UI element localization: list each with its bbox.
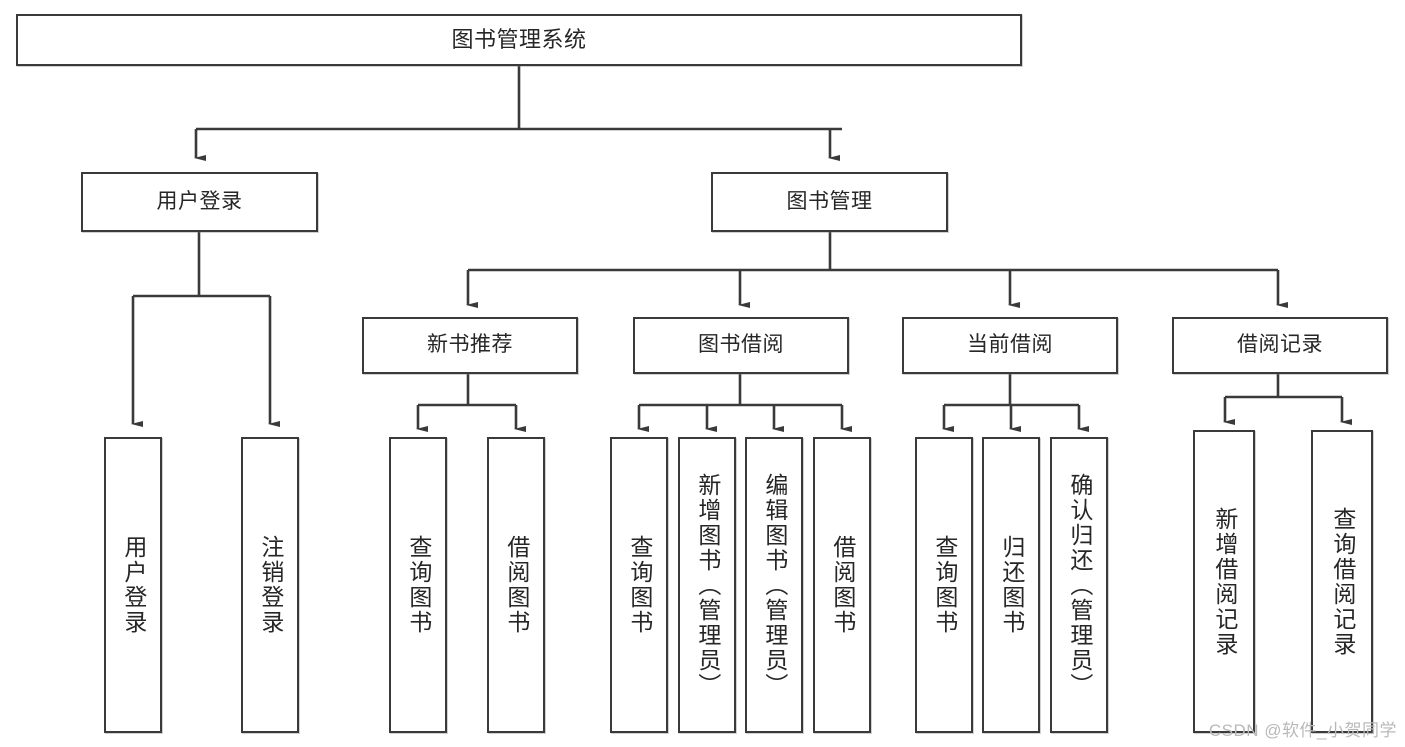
node-leaf-confirm-return-admin[interactable]: 确认归还（管理员） [1050,437,1108,733]
node-leaf-edit-book-admin[interactable]: 编辑图书（管理员） [745,437,803,733]
node-root-system[interactable]: 图书管理系统 [16,14,1022,66]
node-label: 用户登录 [120,535,147,635]
node-leaf-user-login[interactable]: 用户登录 [104,437,162,733]
node-label: 图书管理 [786,189,873,213]
node-leaf-query-books-current[interactable]: 查询图书 [915,437,973,733]
node-label: 用户登录 [156,189,243,213]
node-leaf-logout[interactable]: 注销登录 [241,437,299,733]
node-leaf-borrow-books-newbooks[interactable]: 借阅图书 [487,437,545,733]
node-label: 归还图书 [998,535,1025,635]
node-label: 确认归还（管理员） [1066,472,1093,698]
node-leaf-add-book-admin[interactable]: 新增图书（管理员） [678,437,736,733]
node-leaf-borrow-book[interactable]: 借阅图书 [813,437,871,733]
node-new-book-recommend[interactable]: 新书推荐 [362,317,578,374]
node-label: 查询图书 [931,535,958,635]
node-leaf-query-books-newbooks[interactable]: 查询图书 [389,437,447,733]
node-label: 新书推荐 [427,333,513,357]
node-label: 借阅图书 [829,535,856,635]
node-leaf-query-books-borrow[interactable]: 查询图书 [610,437,668,733]
node-borrow-records[interactable]: 借阅记录 [1172,317,1388,374]
node-label: 查询图书 [405,535,432,635]
node-book-borrow[interactable]: 图书借阅 [633,317,849,374]
node-label: 编辑图书（管理员） [761,472,788,698]
node-current-borrow[interactable]: 当前借阅 [902,317,1118,374]
node-label: 新增借阅记录 [1211,506,1238,657]
node-label: 注销登录 [257,535,284,635]
node-leaf-add-borrow-record[interactable]: 新增借阅记录 [1193,430,1255,733]
node-label: 当前借阅 [967,333,1053,357]
node-label: 新增图书（管理员） [694,472,721,698]
node-label: 查询图书 [626,535,653,635]
node-leaf-query-borrow-record[interactable]: 查询借阅记录 [1311,430,1373,733]
node-label: 借阅记录 [1237,333,1323,357]
node-label: 图书管理系统 [451,27,587,53]
csdn-watermark: CSDN @软件_小贺同学 [1208,721,1397,740]
node-label: 借阅图书 [503,535,530,635]
node-book-management[interactable]: 图书管理 [711,172,948,232]
node-user-login[interactable]: 用户登录 [81,172,318,232]
node-label: 图书借阅 [698,333,784,357]
node-leaf-return-book[interactable]: 归还图书 [982,437,1040,733]
node-label: 查询借阅记录 [1329,506,1356,657]
